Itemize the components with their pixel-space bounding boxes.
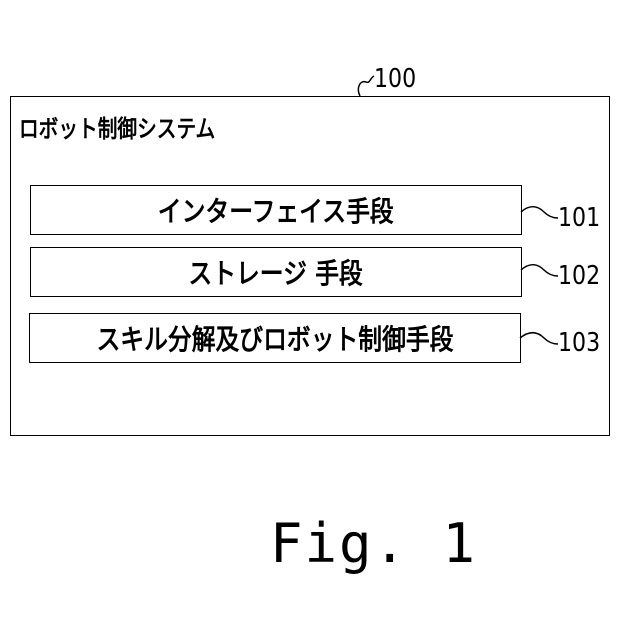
system-title: ロボット制御システム — [19, 109, 215, 144]
component-ref-label-102: 102 — [558, 261, 600, 291]
component-ref-label-103: 103 — [558, 328, 600, 358]
figure-caption: Fig. 1 — [270, 512, 477, 575]
component-box-skill-robot-control: スキル分解及びロボット制御手段 — [29, 313, 521, 363]
component-label-skill-robot-control: スキル分解及びロボット制御手段 — [96, 318, 453, 358]
component-box-storage: ストレージ 手段 — [30, 247, 522, 297]
component-label-storage: ストレージ 手段 — [189, 252, 363, 292]
leader-line-100 — [358, 76, 374, 96]
component-box-interface: インターフェイス手段 — [30, 185, 522, 235]
component-label-interface: インターフェイス手段 — [158, 190, 394, 230]
component-ref-label-101: 101 — [558, 203, 600, 233]
system-box: ロボット制御システム インターフェイス手段 ストレージ 手段 スキル分解及びロボ… — [10, 96, 610, 436]
system-ref-label: 100 — [374, 64, 416, 94]
